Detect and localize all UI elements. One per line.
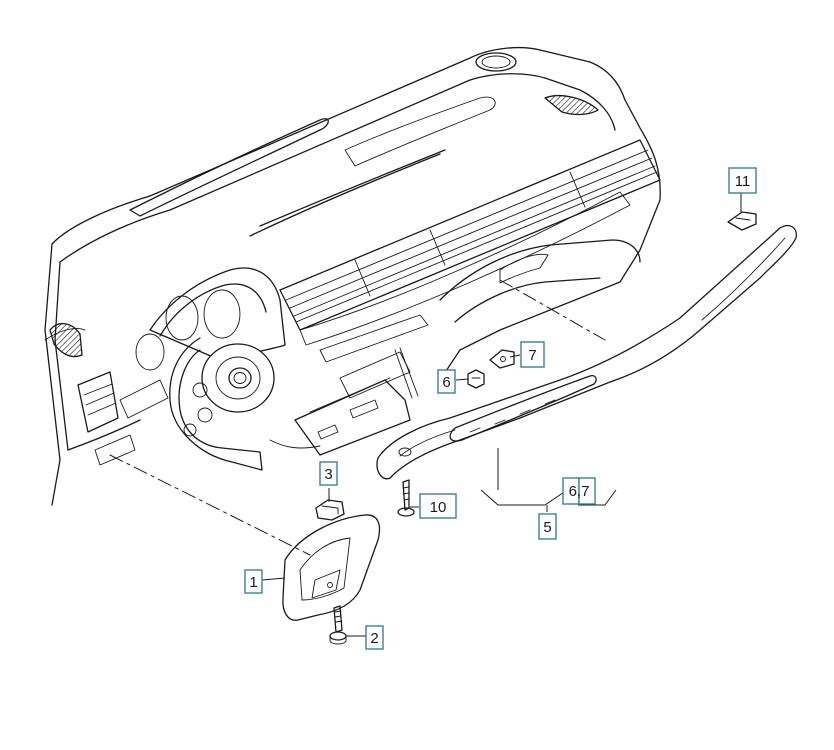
callout-10[interactable]: 10 bbox=[419, 493, 457, 519]
clip-part-3 bbox=[315, 499, 345, 521]
callout-6[interactable]: 6 bbox=[437, 369, 456, 394]
screw-part-10 bbox=[397, 479, 415, 517]
callout-label: 6 bbox=[442, 374, 450, 391]
callout-label: 2 bbox=[370, 630, 378, 647]
callout-6-7[interactable]: 6,7 bbox=[562, 477, 596, 505]
callout-2[interactable]: 2 bbox=[365, 625, 384, 650]
callout-label: 6,7 bbox=[569, 483, 590, 500]
bolt-part-2 bbox=[329, 605, 347, 645]
callout-label: 7 bbox=[528, 347, 536, 364]
dashboard-assembly bbox=[44, 46, 661, 506]
right-trim-strip bbox=[376, 224, 797, 480]
nut-part-6 bbox=[467, 369, 485, 389]
callout-7[interactable]: 7 bbox=[520, 341, 545, 368]
callout-label: 5 bbox=[543, 519, 551, 536]
callout-label: 11 bbox=[735, 173, 751, 190]
callout-label: 1 bbox=[249, 574, 257, 591]
callout-1[interactable]: 1 bbox=[244, 569, 263, 594]
callout-5[interactable]: 5 bbox=[538, 513, 557, 540]
clip-part-11 bbox=[727, 211, 757, 231]
clip-part-7 bbox=[489, 349, 515, 369]
leader-lines bbox=[261, 193, 742, 637]
callout-3[interactable]: 3 bbox=[319, 461, 338, 486]
left-trim-panel bbox=[109, 454, 381, 621]
callout-label: 10 bbox=[430, 499, 447, 516]
callout-11[interactable]: 11 bbox=[728, 167, 757, 194]
callout-label: 3 bbox=[324, 466, 332, 483]
